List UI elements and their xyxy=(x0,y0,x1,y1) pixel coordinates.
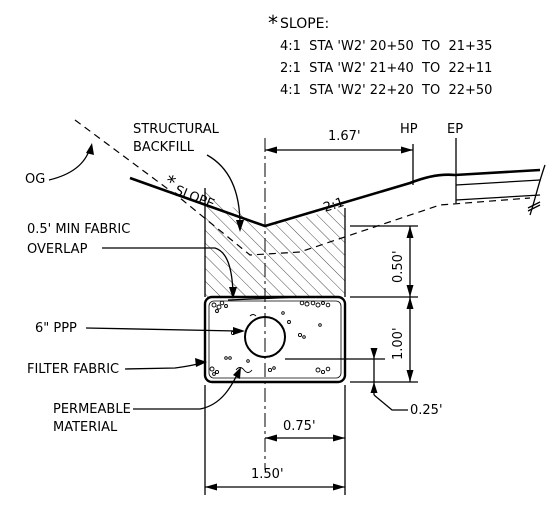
permeable-arrowhead xyxy=(233,367,241,379)
fabric-overlap-leader xyxy=(102,247,234,293)
filter-fabric-arrowhead xyxy=(195,358,207,367)
dim-trench-depth-value: 1.00' xyxy=(391,327,406,360)
ratio-2-1-label: 2:1 xyxy=(322,195,347,216)
dim-full-width: 1.50' xyxy=(204,385,346,495)
original-ground-line xyxy=(74,119,531,256)
break-mark-1 xyxy=(527,201,541,209)
hp-label: HP xyxy=(400,122,418,137)
og-arrowhead xyxy=(86,143,94,155)
dim-bottom-offset-value: 0.25' xyxy=(410,403,443,418)
break-mark-2 xyxy=(527,204,541,212)
fabric-overlap-label-line-1: 0.5' MIN FABRIC xyxy=(27,222,130,237)
pavement-bottom-line xyxy=(455,194,541,201)
og-leader xyxy=(48,147,91,181)
slope-note-line-2: 2:1 STA 'W2' 21+40 TO 22+11 xyxy=(280,61,492,76)
slope-note-star: * xyxy=(268,11,278,35)
dim-top-width: 1.67' xyxy=(265,129,414,185)
slope-note-line-1: 4:1 STA 'W2' 20+50 TO 21+35 xyxy=(280,39,492,54)
fabric-overlap-label-line-2: OVERLAP xyxy=(27,242,88,257)
filter-fabric-box xyxy=(203,295,347,384)
fabric-inner-line xyxy=(208,300,342,379)
structural-leader xyxy=(206,154,241,226)
dim-vertical: 0.50' 1.00' xyxy=(350,225,418,383)
ep-label: EP xyxy=(447,122,463,137)
structural-arrowhead xyxy=(236,220,244,232)
slope-grade-word: SLOPE xyxy=(173,183,217,212)
dim-full-width-value: 1.50' xyxy=(251,467,284,482)
dim-half-width: 0.75' xyxy=(265,385,346,445)
og-label: OG xyxy=(25,172,45,187)
dim-half-width-value: 0.75' xyxy=(283,419,316,434)
dim-backfill-depth-value: 0.50' xyxy=(391,250,406,283)
dim-top-width-value: 1.67' xyxy=(328,129,361,144)
permeable-label-line-1: PERMEABLE xyxy=(53,402,131,417)
fabric-overlap-line xyxy=(227,296,301,301)
finished-grade-line xyxy=(129,168,541,228)
pipe-leader xyxy=(85,327,238,332)
slope-note: * SLOPE: 4:1 STA 'W2' 20+50 TO 21+35 2:1… xyxy=(268,11,492,98)
filter-fabric-label: FILTER FABRIC xyxy=(27,362,119,377)
permeable-leader xyxy=(133,372,239,410)
pipe-arrowhead xyxy=(233,327,245,335)
structural-label-line-2: BACKFILL xyxy=(133,140,195,155)
slope-note-line-3: 4:1 STA 'W2' 22+20 TO 22+50 xyxy=(280,83,492,98)
filter-fabric-leader xyxy=(124,362,202,370)
fabric-overlap-arrowhead xyxy=(229,287,237,299)
structural-label-line-1: STRUCTURAL xyxy=(133,122,220,137)
permeable-label-line-2: MATERIAL xyxy=(53,420,118,435)
dim-bottom-offset: 0.25' xyxy=(285,348,443,418)
pavement-break-line xyxy=(529,164,546,216)
pavement-layer-line xyxy=(455,179,541,186)
slope-note-title: SLOPE: xyxy=(280,16,329,32)
pipe-label: 6" PPP xyxy=(35,321,77,336)
